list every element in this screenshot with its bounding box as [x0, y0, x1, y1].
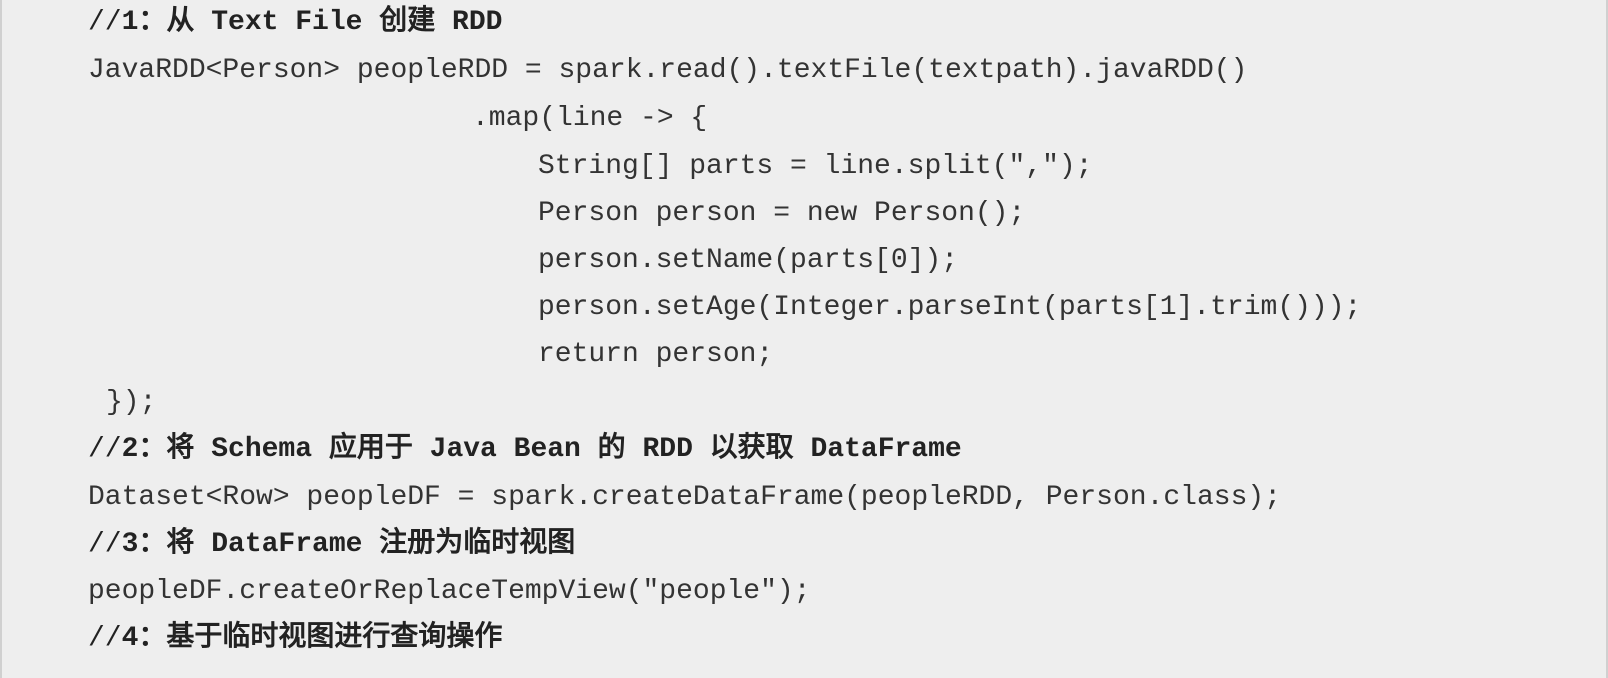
code-line-9: }); [106, 387, 157, 418]
code-line-13: peopleDF.createOrReplaceTempView("people… [88, 576, 811, 607]
code-line-11: Dataset<Row> peopleDF = spark.createData… [88, 482, 1281, 513]
code-comment-1: //1：从 Text File 创建 RDD [88, 7, 503, 38]
code-comment-2: //2：将 Schema 应用于 Java Bean 的 RDD 以获取 Dat… [88, 434, 962, 465]
code-line-8: return person; [538, 339, 774, 370]
code-line-7: person.setAge(Integer.parseInt(parts[1].… [538, 292, 1362, 323]
code-line-3: .map(line -> { [472, 103, 708, 134]
code-line-2: JavaRDD<Person> peopleRDD = spark.read()… [88, 55, 1248, 86]
code-line-6: person.setName(parts[0]); [538, 245, 959, 276]
code-comment-4: //4：基于临时视图进行查询操作 [88, 623, 503, 654]
code-comment-3: //3：将 DataFrame 注册为临时视图 [88, 529, 576, 560]
code-line-4: String[] parts = line.split(","); [538, 151, 1093, 182]
code-line-5: Person person = new Person(); [538, 198, 1026, 229]
